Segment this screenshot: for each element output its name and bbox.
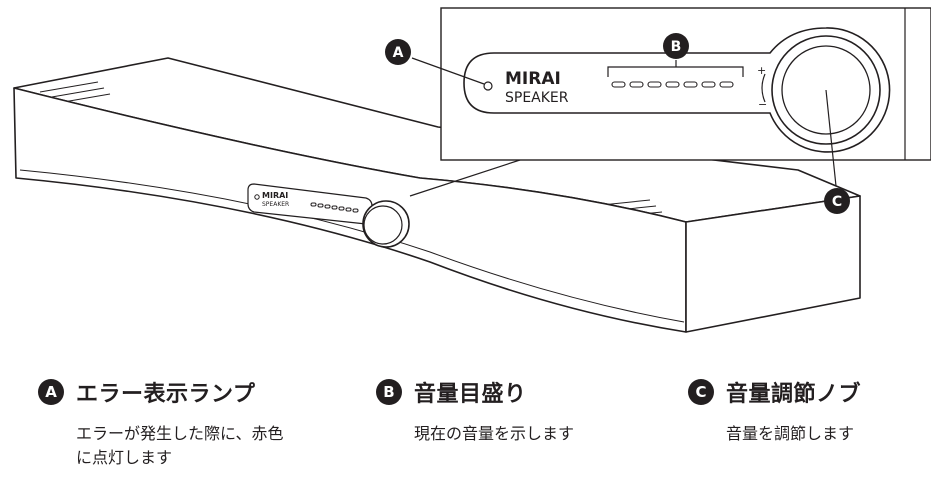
legend-badge-b: B [376,379,402,405]
callout-c-badge [824,188,850,214]
legend-badge-a: A [38,379,64,405]
callout-a-letter: A [393,45,404,61]
callout-a-badge [385,39,411,65]
volume-scale [611,81,734,88]
volume-plus-label: + [757,64,766,77]
speaker-illustration [13,57,861,333]
inset-brand-sub: SPEAKER [505,90,569,106]
legend-desc-error-lamp: エラーが発生した際に、赤色 に点灯します [76,424,284,467]
legend-title-volume-knob: 音量調節ノブ [726,382,862,407]
legend-title-volume-scale: 音量目盛り [414,382,527,407]
legend-item-error-lamp: A エラー表示ランプ エラーが発生した際に、赤色 に点灯します [38,372,284,470]
legend-desc-volume-knob: 音量を調節します [726,424,855,443]
front-brand-sub: SPEAKER [262,201,289,208]
callout-b-badge [663,33,689,59]
callout-c-line [825,89,837,187]
zoom-leader-line [409,159,521,197]
inset-brand: MIRAI [505,69,561,89]
front-brand: MIRAI [262,191,288,200]
legend-title-error-lamp: エラー表示ランプ [76,382,256,407]
volume-minus-label: − [758,98,767,111]
callout-b-letter: B [671,39,682,55]
legend-item-volume-knob: C 音量調節ノブ 音量を調節します [688,372,861,446]
speaker-diagram: MIRAI SPEAKER MIRAI SPEAKER + − [13,7,931,333]
callout-a-line [411,57,485,85]
volume-arc [761,73,766,103]
legend-item-volume-scale: B 音量目盛り 現在の音量を示します [376,372,574,446]
legend-badge-c: C [688,379,714,405]
callout-c-letter: C [832,194,842,210]
error-lamp [483,81,493,91]
legend-desc-volume-scale: 現在の音量を示します [414,424,575,443]
